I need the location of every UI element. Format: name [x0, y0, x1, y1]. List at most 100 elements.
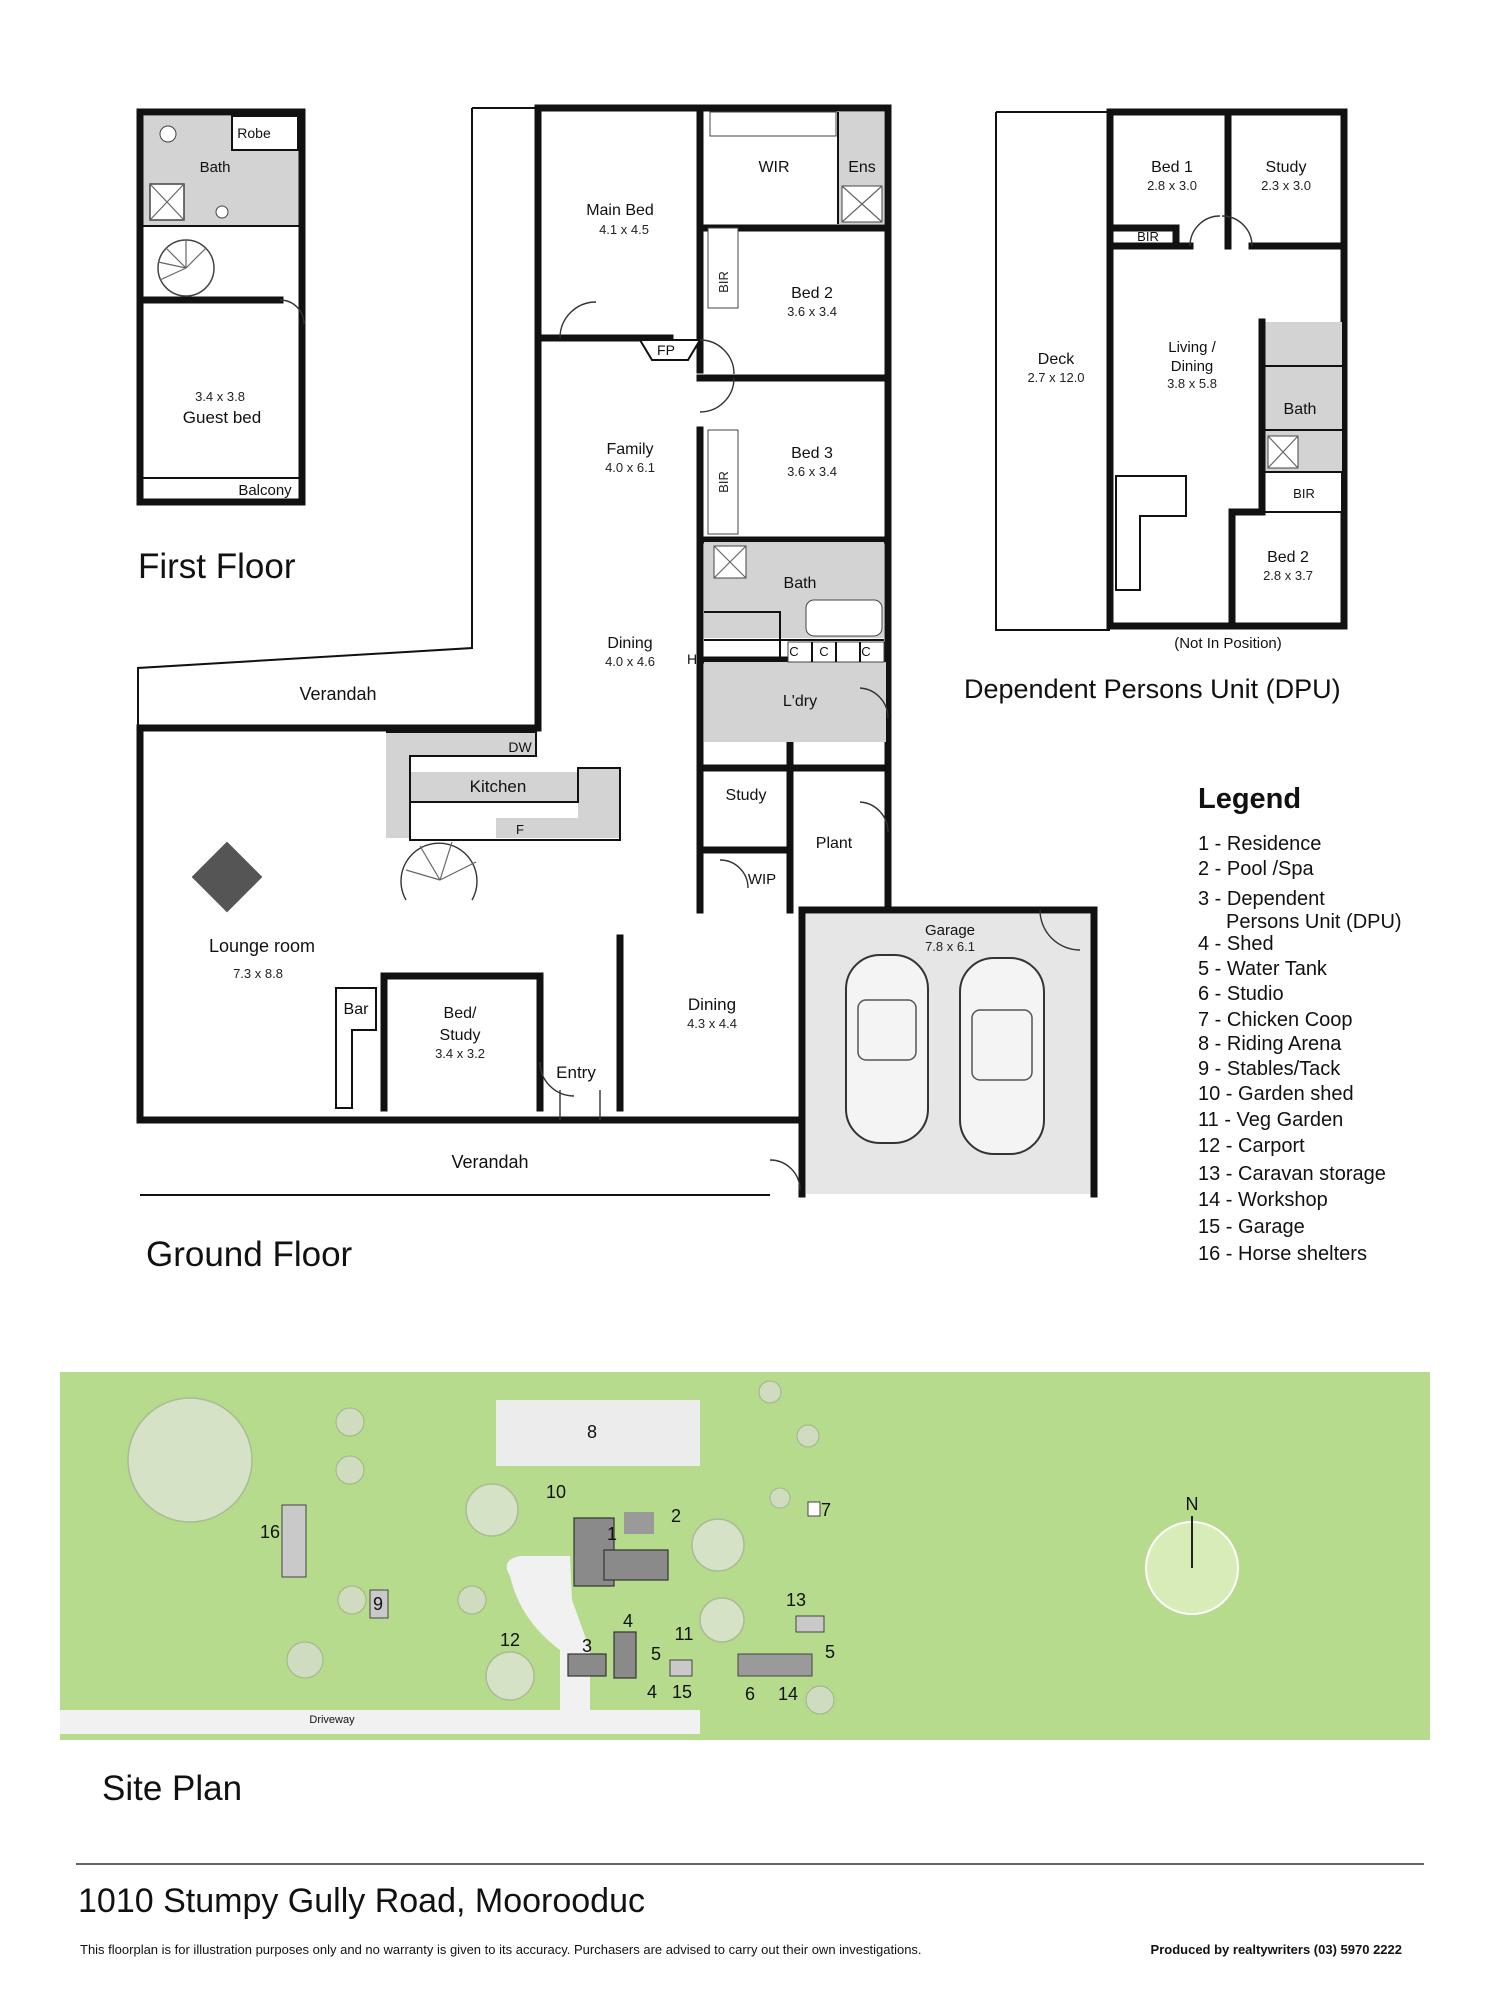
bed-study-label-2: Study: [440, 1027, 481, 1044]
verandah-top-label: Verandah: [299, 684, 376, 704]
deck-dim: 2.7 x 12.0: [1027, 370, 1084, 385]
dpu-living-dim: 3.8 x 5.8: [1167, 376, 1217, 391]
legend-item: 16 - Horse shelters: [1198, 1243, 1367, 1265]
tree-icon: [465, 1483, 519, 1537]
dining-lower-label: Dining: [688, 995, 736, 1014]
tree-icon: [796, 1424, 820, 1448]
bed2-label: Bed 2: [791, 285, 833, 302]
tree-icon: [769, 1487, 791, 1509]
driveway-label: Driveway: [309, 1714, 355, 1726]
site-label-11: 11: [675, 1624, 694, 1644]
site-label-14: 14: [778, 1684, 798, 1704]
wip-label: WIP: [748, 871, 776, 888]
bed2-dim: 3.6 x 3.4: [787, 304, 837, 319]
guest-bed-dim: 3.4 x 3.8: [195, 389, 245, 404]
deck-label: Deck: [1038, 351, 1075, 368]
wir-label: WIR: [758, 159, 789, 176]
dining-upper-dim: 4.0 x 4.6: [605, 654, 655, 669]
site-label-5: 5: [651, 1644, 661, 1664]
tree-icon: [337, 1585, 367, 1615]
legend-item: 6 - Studio: [1198, 983, 1284, 1005]
bed-study-dim: 3.4 x 3.2: [435, 1046, 485, 1061]
cupboard-3-label: C: [861, 644, 870, 659]
legend: Legend 1 - Residence 2 - Pool /Spa 3 - D…: [1198, 783, 1402, 1265]
property-address: 1010 Stumpy Gully Road, Moorooduc: [78, 1882, 645, 1920]
site-label-1: 1: [607, 1524, 617, 1544]
main-bed-label: Main Bed: [586, 202, 654, 219]
driveway: [60, 1710, 700, 1734]
site-label-2: 2: [671, 1506, 681, 1526]
site-label-3: 3: [582, 1636, 592, 1656]
legend-item: 12 - Carport: [1198, 1135, 1305, 1157]
bir-a-label: BIR: [716, 271, 731, 293]
credit: Produced by realtywriters (03) 5970 2222: [1151, 1942, 1402, 1957]
tree-icon: [805, 1685, 835, 1715]
first-floor-heading: First Floor: [138, 547, 296, 586]
garage-dim: 7.8 x 6.1: [925, 939, 975, 954]
tree-icon: [699, 1597, 745, 1643]
legend-item: 9 - Stables/Tack: [1198, 1058, 1341, 1080]
site-label-9: 9: [373, 1594, 383, 1614]
legend-item: 3 - Dependent: [1198, 888, 1325, 910]
dpu-bed2-dim: 2.8 x 3.7: [1263, 568, 1313, 583]
kitchen-label: Kitchen: [470, 777, 527, 796]
study-label: Study: [726, 787, 767, 804]
dpu-study-dim: 2.3 x 3.0: [1261, 178, 1311, 193]
dpu-bed1-label: Bed 1: [1151, 159, 1193, 176]
footer: 1010 Stumpy Gully Road, Moorooduc This f…: [76, 1863, 1424, 1957]
north-label: N: [1186, 1494, 1199, 1514]
dpu-heading: Dependent Persons Unit (DPU): [964, 674, 1341, 704]
studio-workshop: [737, 1653, 813, 1677]
fridge-label: F: [516, 822, 524, 837]
entry-label: Entry: [556, 1063, 596, 1082]
tree-icon: [485, 1651, 535, 1701]
fireplace-label: FP: [657, 342, 675, 358]
tree-icon: [335, 1455, 365, 1485]
garage-15: [669, 1659, 693, 1677]
dpu-bir-a-label: BIR: [1137, 229, 1159, 244]
cupboard-2-label: C: [819, 644, 828, 659]
caravan-storage: [795, 1615, 825, 1633]
site-plan-heading: Site Plan: [102, 1769, 242, 1808]
dpu-building: [567, 1653, 607, 1677]
dpu-bath-label: Bath: [1284, 401, 1317, 418]
plant-label: Plant: [816, 835, 853, 852]
tree-icon: [335, 1407, 365, 1437]
pool-spa: [624, 1512, 654, 1534]
tree-icon: [457, 1585, 487, 1615]
legend-item: 1 - Residence: [1198, 833, 1321, 855]
legend-item: 5 - Water Tank: [1198, 958, 1328, 980]
dishwasher-label: DW: [508, 739, 532, 755]
bir-b-label: BIR: [716, 471, 731, 493]
bed3-label: Bed 3: [791, 445, 833, 462]
legend-item: 4 - Shed: [1198, 933, 1274, 955]
site-label-13: 13: [786, 1590, 806, 1610]
legend-item: 14 - Workshop: [1198, 1189, 1328, 1211]
site-label-15: 15: [672, 1682, 692, 1702]
car-left-icon: [845, 954, 929, 1144]
hot-water-label: H: [687, 651, 697, 667]
lounge-label: Lounge room: [209, 936, 315, 956]
dpu-bed2-label: Bed 2: [1267, 549, 1309, 566]
main-bed-dim: 4.1 x 4.5: [599, 222, 649, 237]
dpu-bed1-dim: 2.8 x 3.0: [1147, 178, 1197, 193]
tree-icon: [691, 1518, 745, 1572]
dining-lower-dim: 4.3 x 4.4: [687, 1016, 737, 1031]
dining-upper-label: Dining: [607, 635, 652, 652]
ground-floor-heading: Ground Floor: [146, 1235, 353, 1274]
family-label: Family: [606, 441, 653, 458]
site-label-5b: 5: [825, 1642, 835, 1662]
balcony-label: Balcony: [238, 482, 292, 499]
dpu-living-label-2: Dining: [1171, 358, 1214, 375]
bar-label: Bar: [344, 1001, 370, 1018]
cupboard-1-label: C: [789, 644, 798, 659]
tree-icon: [286, 1641, 324, 1679]
tree-icon: [127, 1397, 253, 1523]
legend-item: 13 - Caravan storage: [1198, 1163, 1386, 1185]
horse-shelters: [281, 1504, 307, 1578]
legend-item: 15 - Garage: [1198, 1216, 1305, 1238]
legend-item: 8 - Riding Arena: [1198, 1033, 1342, 1055]
chicken-coop: [807, 1501, 821, 1517]
shed: [613, 1631, 637, 1679]
